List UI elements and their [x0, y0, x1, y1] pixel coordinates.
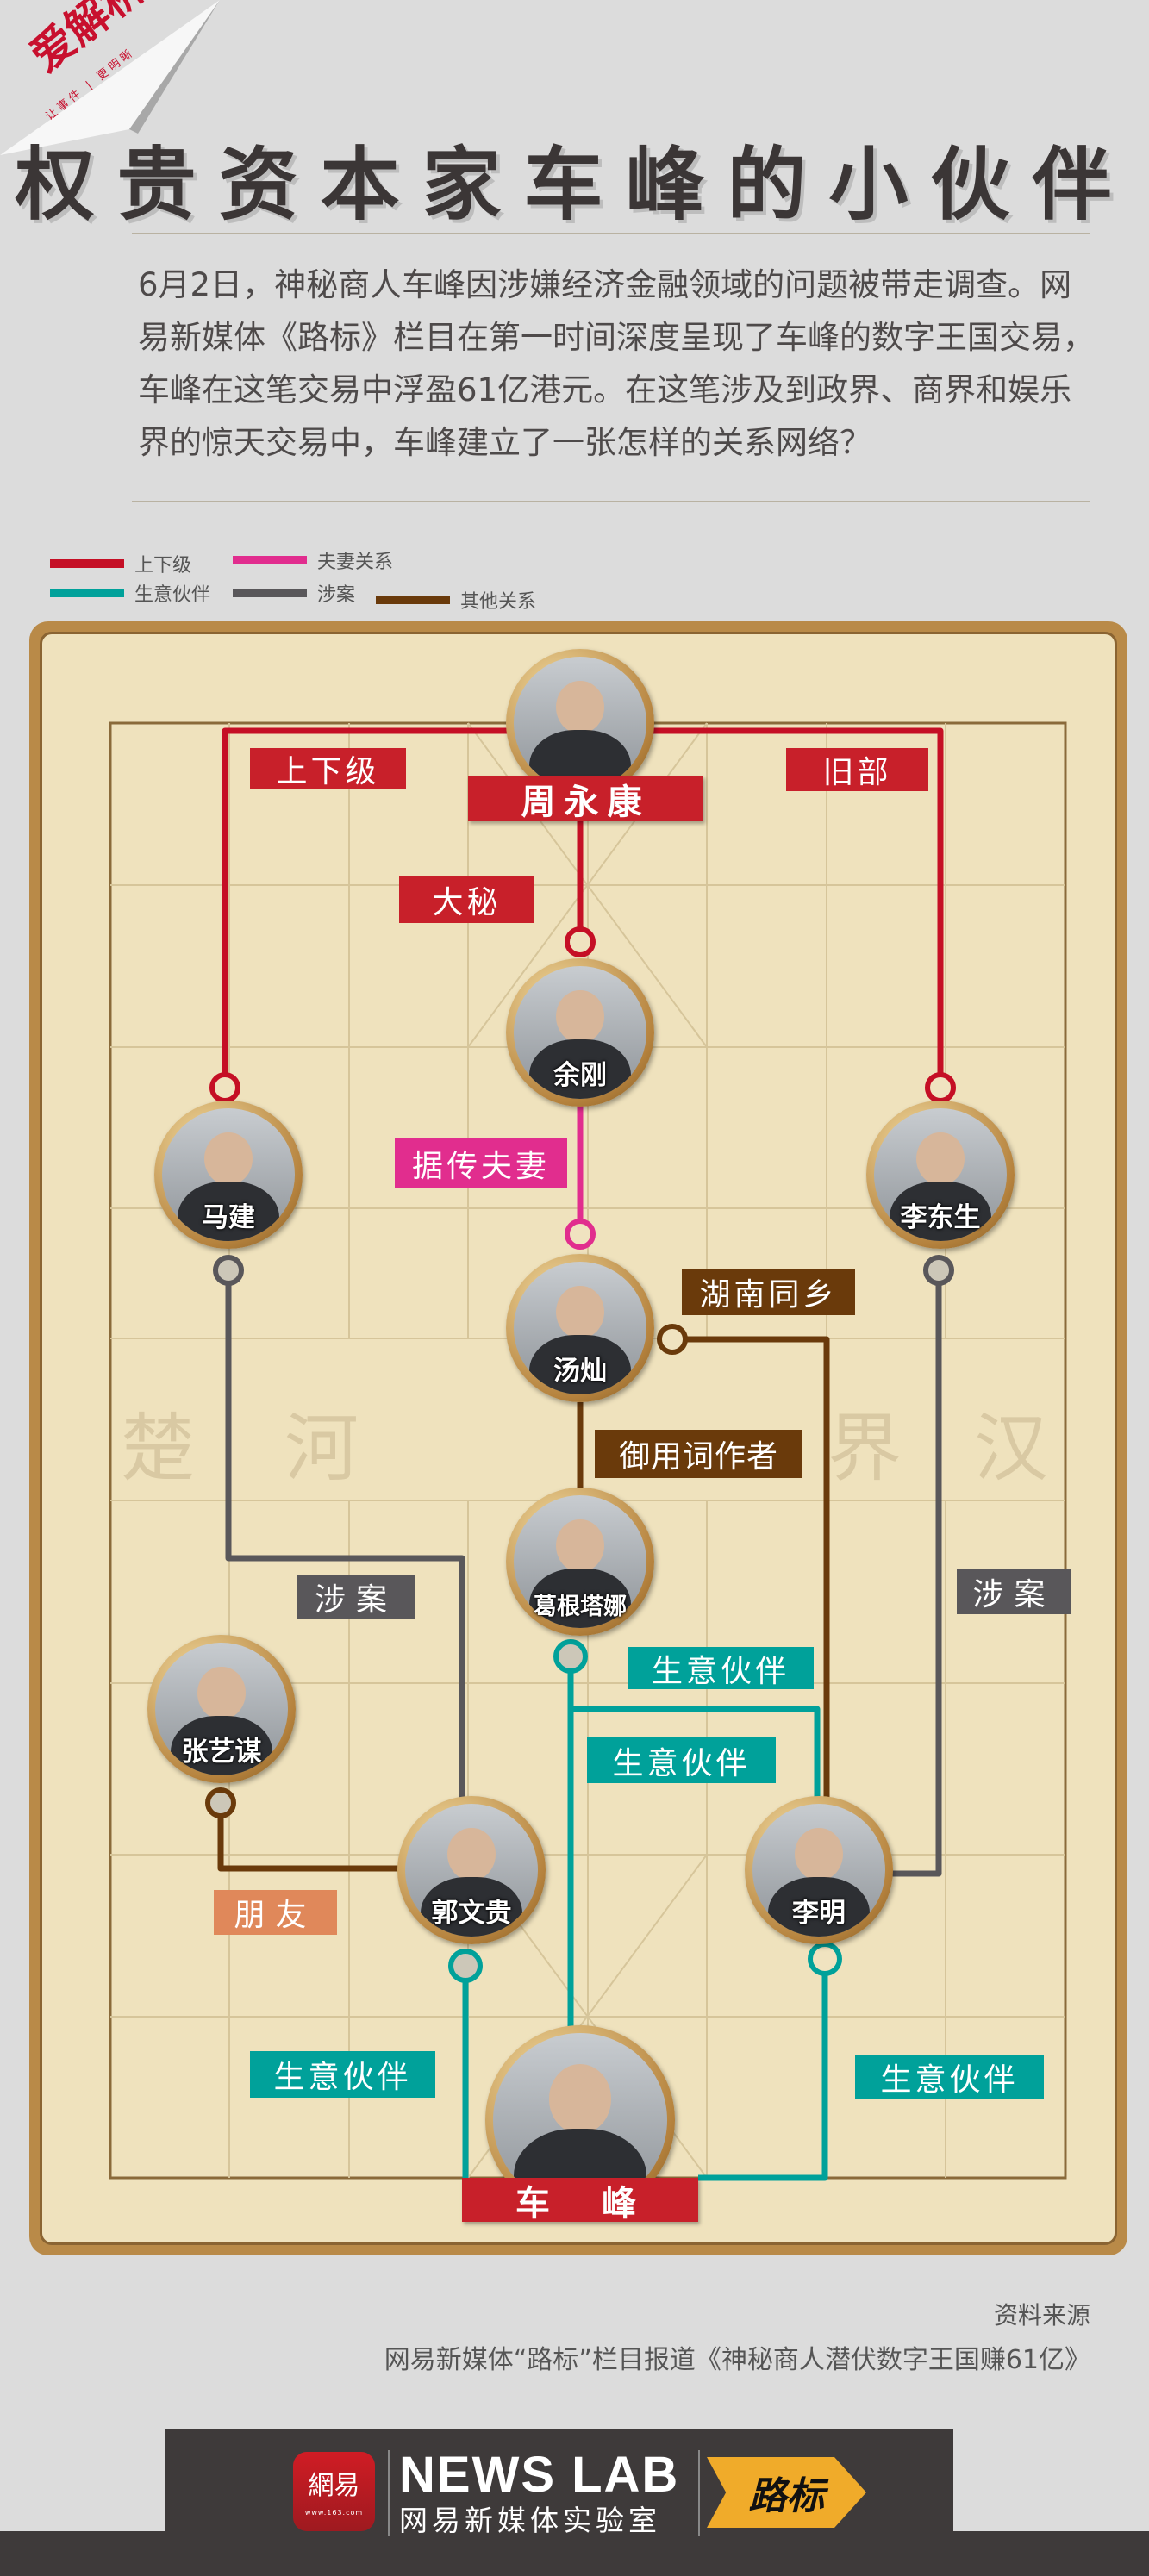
person-node-zhang[interactable]: 张艺谋: [147, 1635, 296, 1783]
legend-label: 上下级: [134, 555, 192, 577]
portrait-photo: [162, 1108, 295, 1241]
person-name: 郭文贵: [431, 1897, 512, 1929]
portrait-photo: [514, 657, 646, 789]
portrait-photo: [514, 966, 646, 1099]
page-title: 权贵资本家车峰的小伙伴: [15, 138, 1134, 231]
netease-logo[interactable]: 網易 www.163.com: [293, 2452, 375, 2531]
edge-lim-che: [698, 1959, 828, 2181]
legend-label: 夫妻关系: [317, 552, 394, 573]
connector-dots: [205, 926, 956, 1983]
person-name: 葛根塔娜: [534, 1593, 627, 1620]
newslab-subtitle: 网易新媒体实验室: [399, 2504, 661, 2537]
legend-item: 涉案: [233, 579, 355, 607]
person-name-che: 车 峰: [462, 2178, 698, 2224]
legend-label: 生意伙伴: [134, 584, 211, 606]
legend-item: 生意伙伴: [50, 579, 210, 607]
relation-label: 涉案: [957, 1569, 1071, 1614]
person-name: 李明: [792, 1897, 846, 1929]
river-char: 楚: [121, 1406, 195, 1492]
source-heading: 资料来源: [993, 2301, 1090, 2330]
person-node-ma[interactable]: 马建: [154, 1101, 303, 1249]
person-name: 马建: [202, 1201, 255, 1233]
divider: [388, 2450, 390, 2536]
logo-text: 網易: [308, 2471, 360, 2501]
edge-zhou-ma: [222, 727, 509, 1084]
river-char: 河: [284, 1406, 359, 1492]
person-name: 汤灿: [553, 1355, 607, 1387]
edge-ma-guo: [225, 1270, 465, 1799]
relation-label: 据传夫妻: [395, 1138, 567, 1188]
portrait-photo: [405, 1804, 538, 1937]
newslab-logo: NEWS LAB: [399, 2447, 680, 2503]
relation-label: 大秘: [399, 876, 534, 923]
relation-label: 生意伙伴: [855, 2055, 1044, 2099]
divider: [132, 233, 1090, 234]
portrait-photo: [514, 1495, 646, 1628]
portrait-photo: [752, 1804, 885, 1937]
person-node-liming[interactable]: 李明: [745, 1796, 893, 1944]
person-name: 余刚: [553, 1059, 607, 1091]
edge-zhou-lids: [650, 727, 944, 1084]
paper-plane-icon: [0, 0, 220, 155]
person-node-tang[interactable]: 汤灿: [506, 1254, 654, 1402]
intro-paragraph: 6月2日，神秘商人车峰因涉嫌经济金融领域的问题被带走调查。网易新媒体《路标》栏目…: [138, 266, 1095, 461]
lubiao-column-logo[interactable]: 路标: [707, 2457, 866, 2528]
divider: [698, 2450, 700, 2536]
edge-tang-lim: [671, 1336, 830, 1799]
person-name-zhou: 周永康: [468, 776, 703, 822]
legend-item: 夫妻关系: [233, 546, 393, 574]
person-node-zhou[interactable]: [506, 649, 654, 797]
logo-url: www.163.com: [304, 2509, 364, 2517]
legend-label: 涉案: [317, 584, 356, 606]
relation-label: 生意伙伴: [250, 2051, 435, 2098]
brand-corner: [0, 0, 224, 164]
portrait-photo: [514, 1262, 646, 1394]
person-node-guo[interactable]: 郭文贵: [397, 1796, 546, 1944]
footer-base: [0, 2531, 1149, 2576]
divider: [132, 501, 1090, 502]
source-text: 网易新媒体“路标”栏目报道《神秘商人潜伏数字王国赚61亿》: [384, 2345, 1090, 2375]
person-node-lidongsheng[interactable]: 李东生: [866, 1101, 1015, 1249]
relation-label: 涉案: [297, 1575, 415, 1619]
relation-label: 生意伙伴: [628, 1647, 814, 1689]
relation-label: 旧部: [786, 748, 928, 791]
legend-item: 其他关系: [376, 586, 536, 614]
river-char: 汉: [974, 1406, 1048, 1492]
edge-ge-lim: [571, 1706, 821, 1799]
edge-lids-lim: [892, 1270, 942, 1877]
person-node-yu[interactable]: 余刚: [506, 958, 654, 1107]
portrait-photo: [874, 1108, 1007, 1241]
legend-label: 其他关系: [460, 591, 537, 613]
river-char: 界: [827, 1406, 902, 1492]
edge-zhang-guo: [217, 1803, 403, 1872]
relation-label: 生意伙伴: [587, 1737, 776, 1783]
legend-item: 上下级: [50, 550, 191, 577]
relation-label: 御用词作者: [595, 1430, 802, 1478]
person-name: 张艺谋: [181, 1736, 262, 1768]
relation-label: 湖南同乡: [682, 1269, 855, 1315]
person-node-ge[interactable]: 葛根塔娜: [506, 1488, 654, 1636]
person-name: 李东生: [900, 1201, 981, 1233]
portrait-photo: [155, 1643, 288, 1775]
relation-label: 上下级: [250, 748, 406, 789]
relation-label: 朋友: [214, 1890, 337, 1935]
